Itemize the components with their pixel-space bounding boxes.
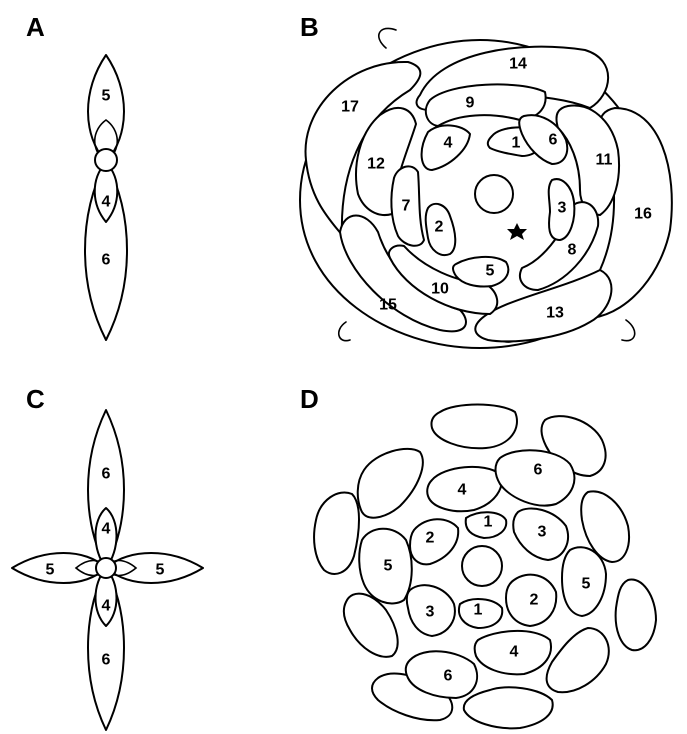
petal-5-right	[106, 553, 203, 583]
petal-number: 1	[512, 135, 521, 152]
petal-5-left	[12, 553, 106, 583]
center-circle	[475, 175, 513, 213]
petal-number: 2	[530, 592, 539, 609]
tendril	[622, 320, 635, 341]
petal-5-upper	[88, 55, 124, 162]
petal-number: 17	[341, 99, 359, 116]
panel-b: B 14 17 9 4 1 6 11	[300, 12, 672, 348]
outer-petal	[616, 579, 656, 650]
petal-number: 6	[102, 466, 111, 483]
petal-number: 5	[486, 263, 495, 280]
center-circle	[462, 546, 502, 586]
petal-number: 8	[568, 242, 577, 259]
petal-number: 4	[102, 194, 111, 211]
petal-number: 3	[426, 604, 435, 621]
panel-b-label: B	[300, 12, 319, 42]
petal-number: 4	[510, 644, 519, 661]
petal-number: 12	[367, 156, 385, 173]
petal-number: 6	[549, 132, 558, 149]
petal-number: 9	[466, 95, 475, 112]
petal-number: 5	[582, 576, 591, 593]
petal-number: 6	[534, 462, 543, 479]
petal-number: 4	[458, 482, 467, 499]
petal-number: 5	[46, 562, 55, 579]
petal-number: 6	[444, 668, 453, 685]
tendril	[379, 28, 396, 48]
petal-number: 5	[156, 562, 165, 579]
petal-number: 7	[402, 198, 411, 215]
outer-petal	[314, 492, 359, 573]
panel-d-label: D	[300, 384, 319, 414]
panel-c: C 6 4 5 5 4 6	[12, 384, 203, 730]
petal-number: 15	[379, 297, 397, 314]
petal-number: 1	[484, 514, 493, 531]
petal-number: 16	[634, 206, 652, 223]
petal-number: 4	[102, 598, 111, 615]
petal-number: 1	[474, 602, 483, 619]
petal-number: 4	[444, 135, 453, 152]
petal-number: 14	[509, 56, 527, 73]
petal-number: 5	[102, 88, 111, 105]
outer-petal	[431, 405, 517, 449]
petal-number: 3	[538, 524, 547, 541]
petal-number: 10	[431, 281, 449, 298]
panel-d: D 4 6 1 2 3 5 5 3 1 2	[300, 384, 656, 728]
petal-number: 2	[426, 530, 435, 547]
petal-number: 5	[384, 558, 393, 575]
panel-a: A 5 4 6	[26, 12, 127, 340]
tendril	[339, 322, 350, 341]
petal-number: 2	[435, 219, 444, 236]
outer-petal	[358, 449, 423, 518]
panel-c-label: C	[26, 384, 45, 414]
petal-number: 3	[558, 200, 567, 217]
petal-number: 13	[546, 305, 564, 322]
petal-number: 4	[102, 521, 111, 538]
outer-petal	[464, 687, 553, 728]
center-circle	[96, 558, 116, 578]
petal-number: 6	[102, 252, 111, 269]
panel-a-label: A	[26, 12, 45, 42]
petal-number: 11	[596, 152, 613, 169]
outer-petal	[547, 628, 609, 692]
center-circle	[95, 149, 117, 171]
petal-number: 6	[102, 652, 111, 669]
